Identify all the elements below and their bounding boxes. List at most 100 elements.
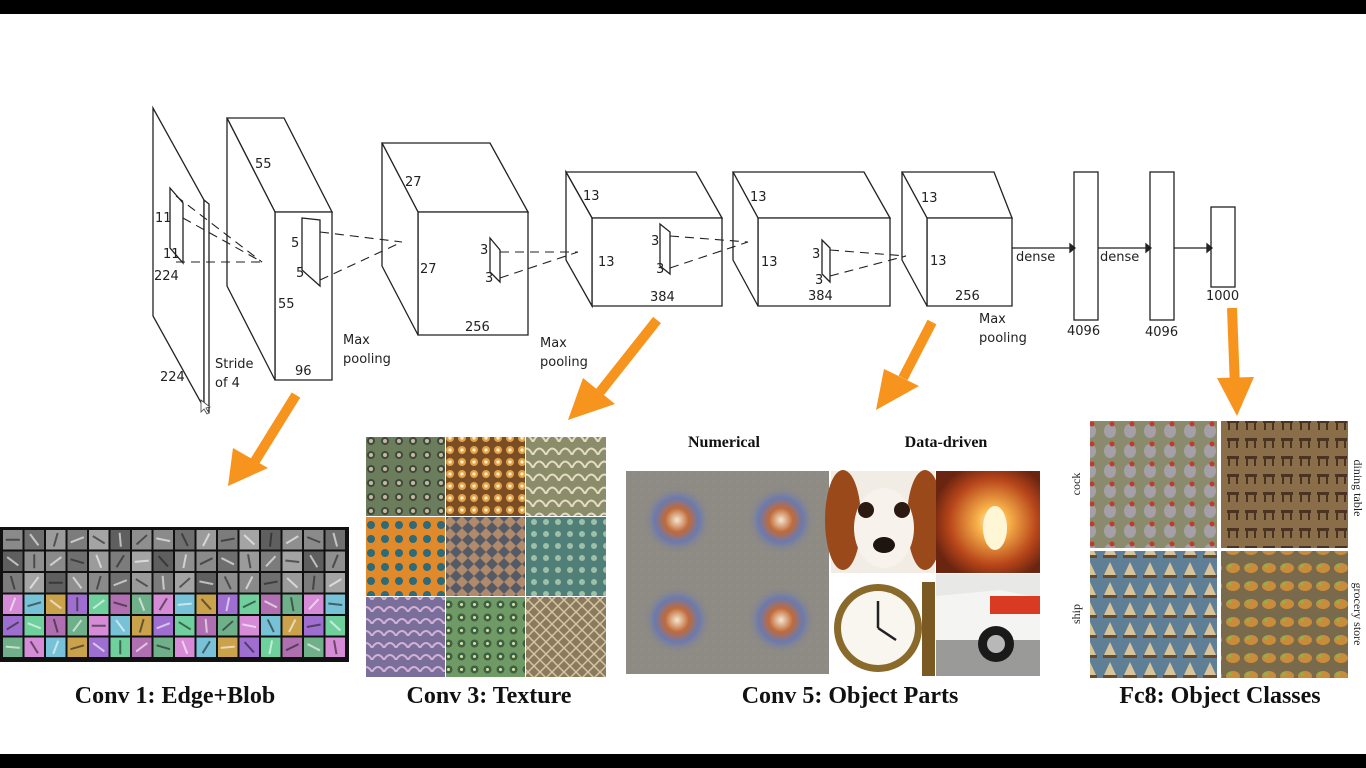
conv1-filter-stroke [225, 597, 231, 612]
clock-photo [831, 574, 935, 676]
conv1-filter-stroke [308, 598, 320, 611]
conv1-filter-stroke [263, 580, 278, 585]
pool3-label-line: Max [979, 312, 1006, 327]
class-tile-grocery-store [1221, 551, 1348, 678]
pool2-label-line: Max [540, 336, 567, 351]
alexnet-visualization: 55 11 11 224 224 5 5 55 96 Stride of 4 M… [0, 105, 1365, 709]
conv5-block [900, 171, 1013, 307]
pool3-label-line: pooling [979, 331, 1027, 346]
conv1-filter-stroke [5, 645, 20, 649]
conv1-filter-stroke [118, 532, 122, 547]
conv3-kernel-h-label: 3 [651, 234, 659, 249]
fc3-size-label: 1000 [1206, 289, 1239, 304]
texture-tile [366, 597, 445, 677]
conv1-filter-stroke [95, 554, 103, 569]
conv1-filter-stroke [266, 619, 275, 633]
conv1-filter-stroke [113, 579, 128, 587]
fc1-size-label: 4096 [1067, 324, 1100, 339]
pool3-label: Max pooling [979, 312, 1027, 346]
car-photo [936, 574, 1040, 676]
conv2-kernel-w-label: 3 [485, 271, 493, 286]
conv2-depth-label: 256 [465, 320, 490, 335]
stride-label-line: of 4 [215, 376, 240, 391]
conv1-panel: Conv 1: Edge+Blob [0, 527, 349, 709]
conv1-filter-stroke [285, 559, 300, 563]
class-tile-cock [1090, 421, 1217, 548]
conv5-depth-label: 256 [955, 289, 980, 304]
data-driven-label: Data-driven [905, 434, 988, 451]
conv1-filter-stroke [49, 599, 62, 610]
conv2-side-label: 27 [420, 262, 437, 277]
conv1-filter-stroke [307, 643, 321, 652]
conv1-filter-stroke [223, 576, 232, 590]
conv1-filter-stroke [113, 601, 128, 608]
conv3-panel: Conv 3: Texture [366, 437, 606, 709]
conv1-filter-stroke [245, 576, 254, 590]
conv1-filter-stroke [243, 534, 256, 546]
conv1-filter-stroke [134, 559, 149, 563]
conv1-filter-stroke [138, 618, 145, 633]
architecture-labels: 55 11 11 224 224 5 5 55 96 Stride of 4 M… [154, 157, 1239, 391]
conv1-filter-stroke [221, 557, 235, 566]
conv1-filter-stroke [182, 554, 188, 569]
receptive-field-lines [175, 195, 907, 281]
texture-tile [446, 597, 525, 677]
conv1-filter-stroke [242, 623, 257, 629]
conv2-block [380, 142, 530, 336]
conv1-filter-stroke [247, 554, 252, 569]
arrow-conv5 [876, 319, 937, 410]
conv1-filter-stroke [242, 600, 256, 609]
conv1-filter-stroke [331, 554, 339, 569]
texture-tile [366, 437, 445, 516]
conv1-filter-stroke [52, 618, 59, 633]
conv1-filter-stroke [72, 619, 83, 632]
conv1-filter-stroke [95, 575, 102, 590]
conv1-filter-stroke [201, 640, 211, 654]
conv1-filter-stroke [328, 578, 342, 588]
conv1-filter-stroke [49, 556, 62, 567]
conv3-caption: Conv 3: Texture [407, 683, 572, 709]
pool2-label-line: pooling [540, 355, 588, 370]
pointer-arrows [228, 307, 1254, 486]
conv4-kernel-h-label: 3 [812, 247, 820, 262]
numerical-blob [747, 486, 815, 554]
pool1-label: Max pooling [343, 333, 391, 367]
conv5-panel: Numerical Data-driven [626, 434, 1040, 709]
conv1-filter-stroke [286, 577, 299, 589]
conv1-side-label: 55 [278, 297, 295, 312]
conv1-kernel-h-label: 5 [291, 236, 299, 251]
conv1-filter-stroke [72, 576, 83, 589]
conv1-filter-stroke [221, 620, 234, 632]
stride-label: Stride of 4 [215, 357, 258, 391]
arrow-fc8 [1217, 307, 1254, 416]
conv1-filter-stroke [156, 537, 171, 543]
conv1-kernel-w-label: 5 [296, 266, 304, 281]
conv1-filter-stroke [202, 533, 211, 547]
numerical-label: Numerical [688, 434, 761, 451]
conv4-depth-label: 384 [808, 289, 833, 304]
conv1-size-label: 55 [255, 157, 272, 172]
conv1-filter-stroke [156, 622, 171, 630]
conv1-filter-stroke [29, 576, 40, 589]
input-height-label: 224 [160, 370, 185, 385]
conv5-caption: Conv 5: Object Parts [742, 683, 959, 709]
conv1-filter-stroke [27, 622, 42, 630]
conv3-size-label: 13 [583, 189, 600, 204]
conv4-block [731, 171, 892, 307]
conv1-filter-stroke [135, 578, 149, 588]
conv5-side-label: 13 [930, 254, 947, 269]
conv1-filter-stroke [92, 535, 106, 545]
arrow-conv1 [228, 392, 301, 486]
conv1-filter-stroke [29, 640, 39, 654]
conv1-filter-stroke [243, 641, 255, 654]
conv1-depth-label: 96 [295, 364, 312, 379]
conv3-block [564, 169, 724, 309]
conv1-filter-stroke [52, 532, 59, 547]
class-label-grocery-store: grocery store [1351, 583, 1365, 646]
dense2-label: dense [1100, 250, 1139, 265]
conv1-filter-stroke [161, 575, 165, 590]
input-kernel-w-label: 11 [163, 247, 180, 262]
input-width-label: 224 [154, 269, 179, 284]
conv1-filter-stroke [328, 602, 343, 606]
conv1-filter-stroke [9, 597, 17, 612]
